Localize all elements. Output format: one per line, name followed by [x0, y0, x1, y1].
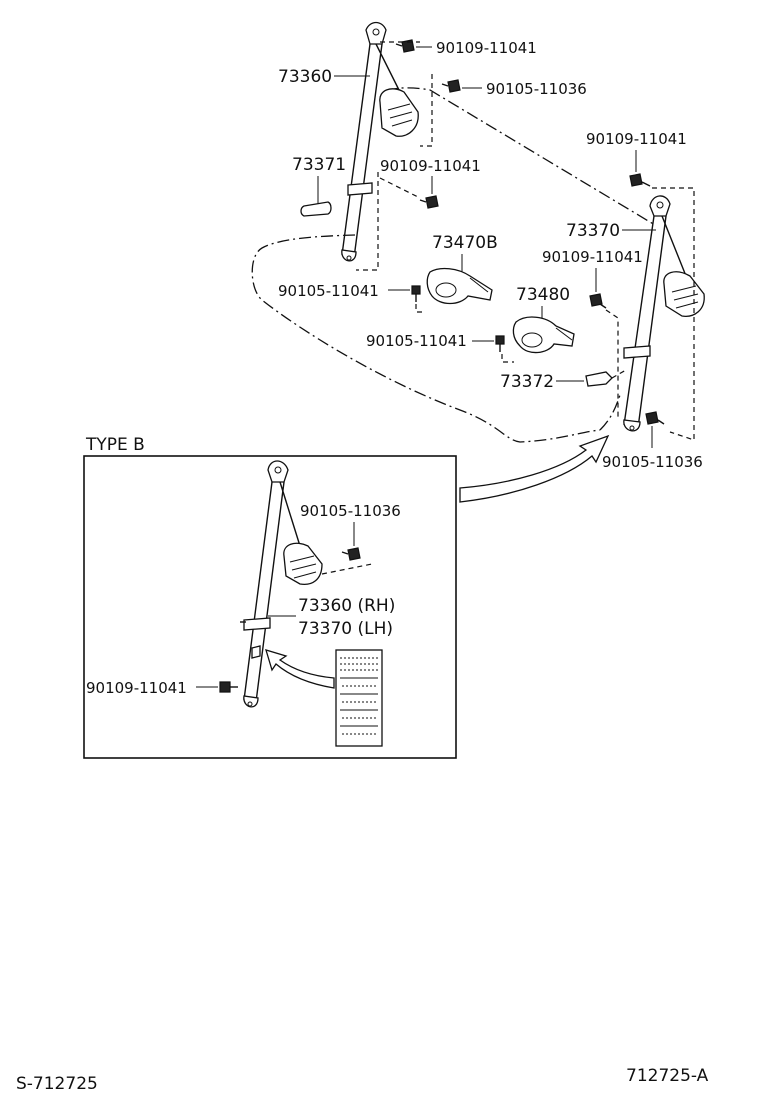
- type-b-belt: [240, 460, 323, 708]
- arrow-to-type-b-belt-icon: [265, 649, 335, 689]
- bolt-top-b-icon: [441, 79, 461, 93]
- bolt-low-mid-icon: [495, 335, 505, 352]
- buckle-73470b-icon: [426, 267, 493, 305]
- label-type-b-bolt-top: 90105-11036: [300, 502, 401, 520]
- belt-73360: [341, 21, 419, 262]
- cover-73371-icon: [300, 201, 332, 217]
- warning-label-card-icon: [335, 649, 383, 747]
- footer-right-code: 712725-A: [626, 1066, 709, 1086]
- type-b-title: TYPE B: [85, 435, 145, 455]
- belt-73370: [623, 195, 705, 432]
- type-b-bolt-top-icon: [341, 547, 361, 561]
- label-belt-73370: 73370: [566, 221, 620, 241]
- type-b-box: [83, 455, 457, 759]
- footer-left-code: S-712725: [16, 1074, 98, 1094]
- label-buckle-73470b: 73470B: [432, 233, 498, 253]
- label-belt-73360: 73360: [278, 67, 332, 87]
- label-bolt-top-b: 90105-11036: [486, 80, 587, 98]
- label-buckle-73480: 73480: [516, 285, 570, 305]
- label-bolt-top-a: 90109-11041: [436, 39, 537, 57]
- arrow-to-right-belt-icon: [459, 434, 610, 503]
- bolt-top-a-icon: [395, 39, 415, 53]
- label-bolt-low-mid: 90105-11041: [366, 332, 467, 350]
- buckle-73480-icon: [512, 316, 575, 354]
- label-bolt-right-low: 90105-11036: [602, 453, 703, 471]
- label-type-b-bolt-low: 90109-11041: [86, 679, 187, 697]
- label-bolt-right-mid: 90109-11041: [542, 248, 643, 266]
- type-b-bolt-low-icon: [219, 681, 238, 693]
- bolt-low-left-icon: [411, 285, 421, 302]
- cover-73372-icon: [585, 371, 613, 387]
- bolt-right-low-icon: [645, 411, 665, 425]
- bolt-right-top-icon: [629, 173, 651, 187]
- bolt-mid-left-icon: [419, 195, 439, 209]
- label-bolt-mid-left: 90109-11041: [380, 157, 481, 175]
- label-bolt-right-top: 90109-11041: [586, 130, 687, 148]
- label-type-b-rh: 73360 (RH): [298, 596, 395, 616]
- label-cover-73371: 73371: [292, 155, 346, 175]
- label-cover-73372: 73372: [500, 372, 554, 392]
- label-type-b-lh: 73370 (LH): [298, 619, 393, 639]
- label-bolt-low-left: 90105-11041: [278, 282, 379, 300]
- bolt-right-mid-icon: [589, 293, 607, 309]
